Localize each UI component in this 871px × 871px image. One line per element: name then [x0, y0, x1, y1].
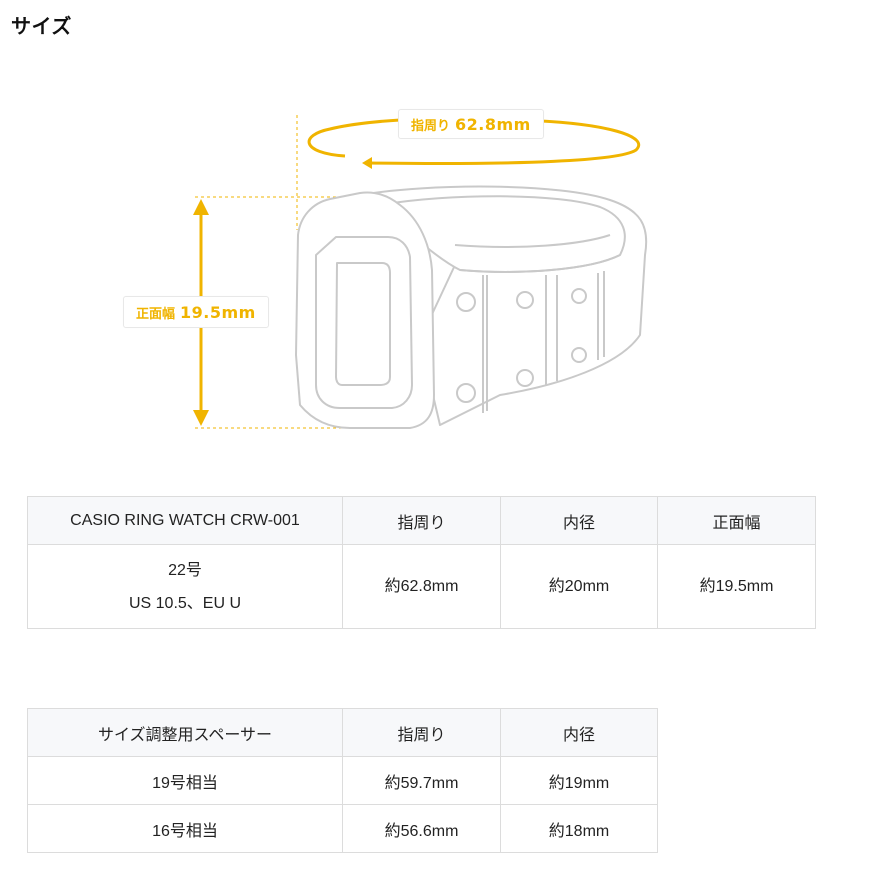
front-width-label-text: 正面幅 — [136, 306, 176, 322]
table-header-row: サイズ調整用スペーサー 指周り 内径 — [27, 708, 658, 757]
cell-size: 16号相当 — [27, 804, 343, 853]
circumference-value: 62.8mm — [455, 114, 531, 134]
cell-size: 19号相当 — [27, 756, 343, 805]
cell-inner-diameter: 約18mm — [500, 804, 658, 853]
table-row: 16号相当 約56.6mm 約18mm — [27, 804, 658, 853]
front-width-value: 19.5mm — [180, 302, 256, 322]
cell-size: 22号 US 10.5、EU U — [27, 544, 343, 629]
ring-watch-illustration — [193, 115, 648, 429]
size-japan: 22号 — [168, 561, 202, 579]
size-us-eu: US 10.5、EU U — [128, 594, 242, 612]
table-row: 19号相当 約59.7mm 約19mm — [27, 756, 658, 805]
cell-inner-diameter: 約19mm — [500, 756, 658, 805]
header-front-width: 正面幅 — [657, 496, 816, 545]
circumference-arrow-icon — [307, 116, 641, 169]
circumference-label: 指周り 62.8mm — [398, 109, 544, 139]
header-model: CASIO RING WATCH CRW-001 — [27, 496, 343, 545]
ring-size-table: CASIO RING WATCH CRW-001 指周り 内径 正面幅 22号 … — [27, 496, 816, 629]
ring-watch-outline — [295, 185, 648, 429]
header-circumference: 指周り — [342, 496, 501, 545]
cell-front-width: 約19.5mm — [657, 544, 816, 629]
guide-lines — [195, 115, 380, 429]
cell-inner-diameter: 約20mm — [500, 544, 658, 629]
header-inner-diameter: 内径 — [500, 708, 658, 757]
cell-circumference: 約62.8mm — [342, 544, 501, 629]
front-width-label: 正面幅 19.5mm — [123, 296, 269, 328]
page-title: サイズ — [11, 14, 72, 38]
header-spacer: サイズ調整用スペーサー — [27, 708, 343, 757]
cell-circumference: 約56.6mm — [342, 804, 501, 853]
circumference-label-text: 指周り — [411, 118, 451, 134]
table-header-row: CASIO RING WATCH CRW-001 指周り 内径 正面幅 — [27, 496, 816, 545]
header-inner-diameter: 内径 — [500, 496, 658, 545]
header-circumference: 指周り — [342, 708, 501, 757]
cell-circumference: 約59.7mm — [342, 756, 501, 805]
spacer-size-table: サイズ調整用スペーサー 指周り 内径 19号相当 約59.7mm 約19mm 1… — [27, 708, 658, 853]
table-row: 22号 US 10.5、EU U 約62.8mm 約20mm 約19.5mm — [27, 544, 816, 629]
ring-size-diagram: 指周り 62.8mm 正面幅 19.5mm — [0, 95, 871, 440]
